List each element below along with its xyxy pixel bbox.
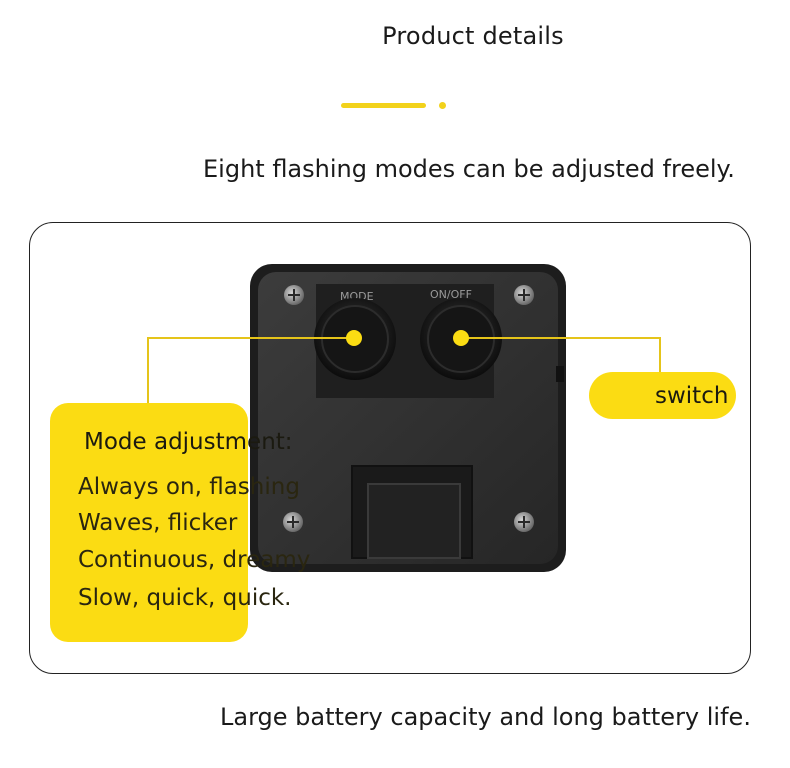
screw-icon: [284, 285, 304, 305]
headline: Eight flashing modes can be adjusted fre…: [203, 155, 735, 183]
switch-callout-pill: [589, 372, 736, 419]
screw-icon: [514, 285, 534, 305]
mode-callout-line: Slow, quick, quick.: [78, 585, 292, 611]
switch-callout-label: switch: [655, 383, 729, 409]
power-button-marker: [453, 330, 469, 346]
power-button-label: ON/OFF: [430, 288, 472, 301]
mode-callout-box: [50, 403, 248, 642]
title-dot: [439, 102, 446, 109]
mode-leader-horizontal: [148, 337, 355, 339]
mode-button-marker: [346, 330, 362, 346]
mode-callout-line: Always on, flashing: [78, 474, 300, 500]
page-title: Product details: [382, 22, 564, 50]
controller-box-image: MODE ON/OFF: [250, 264, 566, 572]
screw-icon: [514, 512, 534, 532]
mode-callout-line: Waves, flicker: [78, 510, 238, 536]
switch-leader-vertical: [659, 337, 661, 373]
mode-callout-title: Mode adjustment:: [84, 429, 293, 455]
battery-life-text: Large battery capacity and long battery …: [220, 703, 751, 731]
title-underline: [341, 103, 426, 108]
mode-callout-line: Continuous, dreamy: [78, 547, 311, 573]
mode-leader-vertical: [147, 337, 149, 405]
switch-leader-horizontal: [461, 337, 661, 339]
screw-icon: [283, 512, 303, 532]
